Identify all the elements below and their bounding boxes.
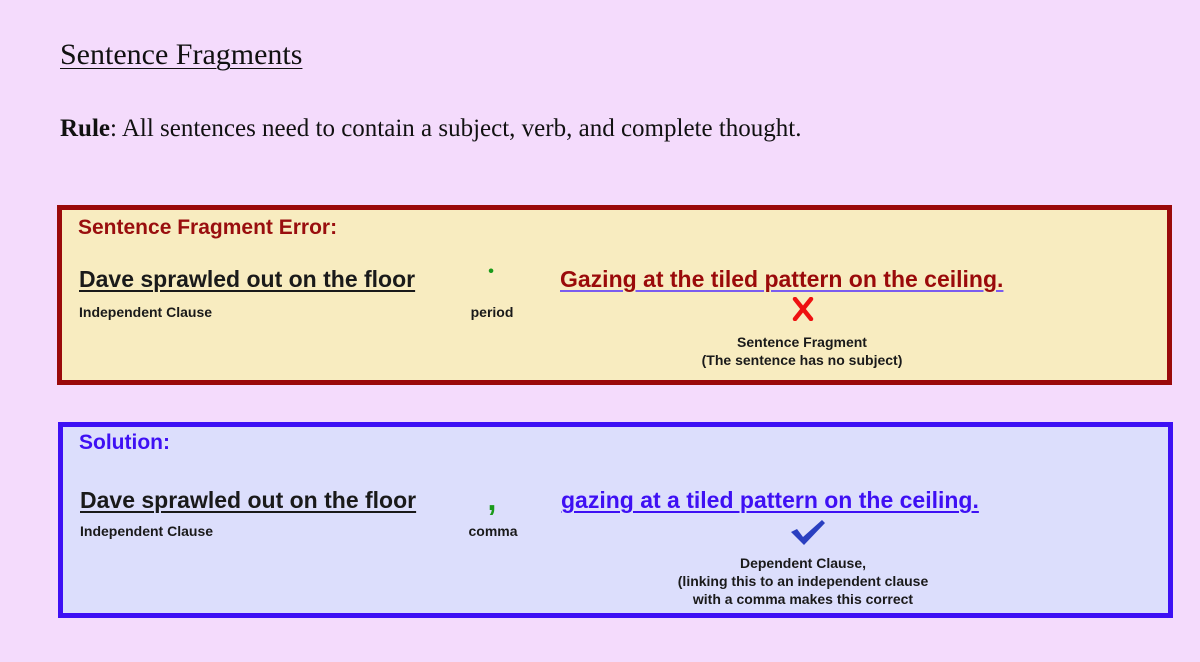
independent-clause: Dave sprawled out on the floor [79, 266, 416, 292]
period-mark: • [488, 263, 494, 280]
comma-label: comma [468, 523, 518, 539]
error-example-box: Sentence Fragment Error: Dave sprawled o… [57, 205, 1172, 385]
dependent-clause-note: Dependent Clause, (linking this to an in… [677, 555, 929, 607]
independent-clause-label: Independent Clause [79, 304, 213, 320]
fragment-note: Sentence Fragment (The sentence has no s… [701, 334, 903, 368]
solution-box: Solution: Dave sprawled out on the floor… [58, 422, 1173, 618]
rule-label: Rule [60, 115, 110, 142]
solution-heading: Solution: [79, 431, 170, 454]
error-heading: Sentence Fragment Error: [78, 216, 338, 239]
fragment-sentence: Gazing at the tiled pattern on the ceili… [560, 266, 1004, 292]
period-label: period [470, 304, 514, 320]
independent-clause: Dave sprawled out on the floor [80, 487, 417, 513]
comma-mark: , [487, 481, 497, 517]
checkmark-icon [788, 517, 828, 552]
rule-statement: Rule: All sentences need to contain a su… [60, 115, 801, 143]
rule-text: : All sentences need to contain a subjec… [110, 115, 802, 142]
independent-clause-label: Independent Clause [80, 523, 214, 539]
red-x-icon [792, 296, 814, 326]
page-title: Sentence Fragments [60, 38, 303, 71]
dependent-clause: gazing at a tiled pattern on the ceiling… [561, 487, 979, 513]
